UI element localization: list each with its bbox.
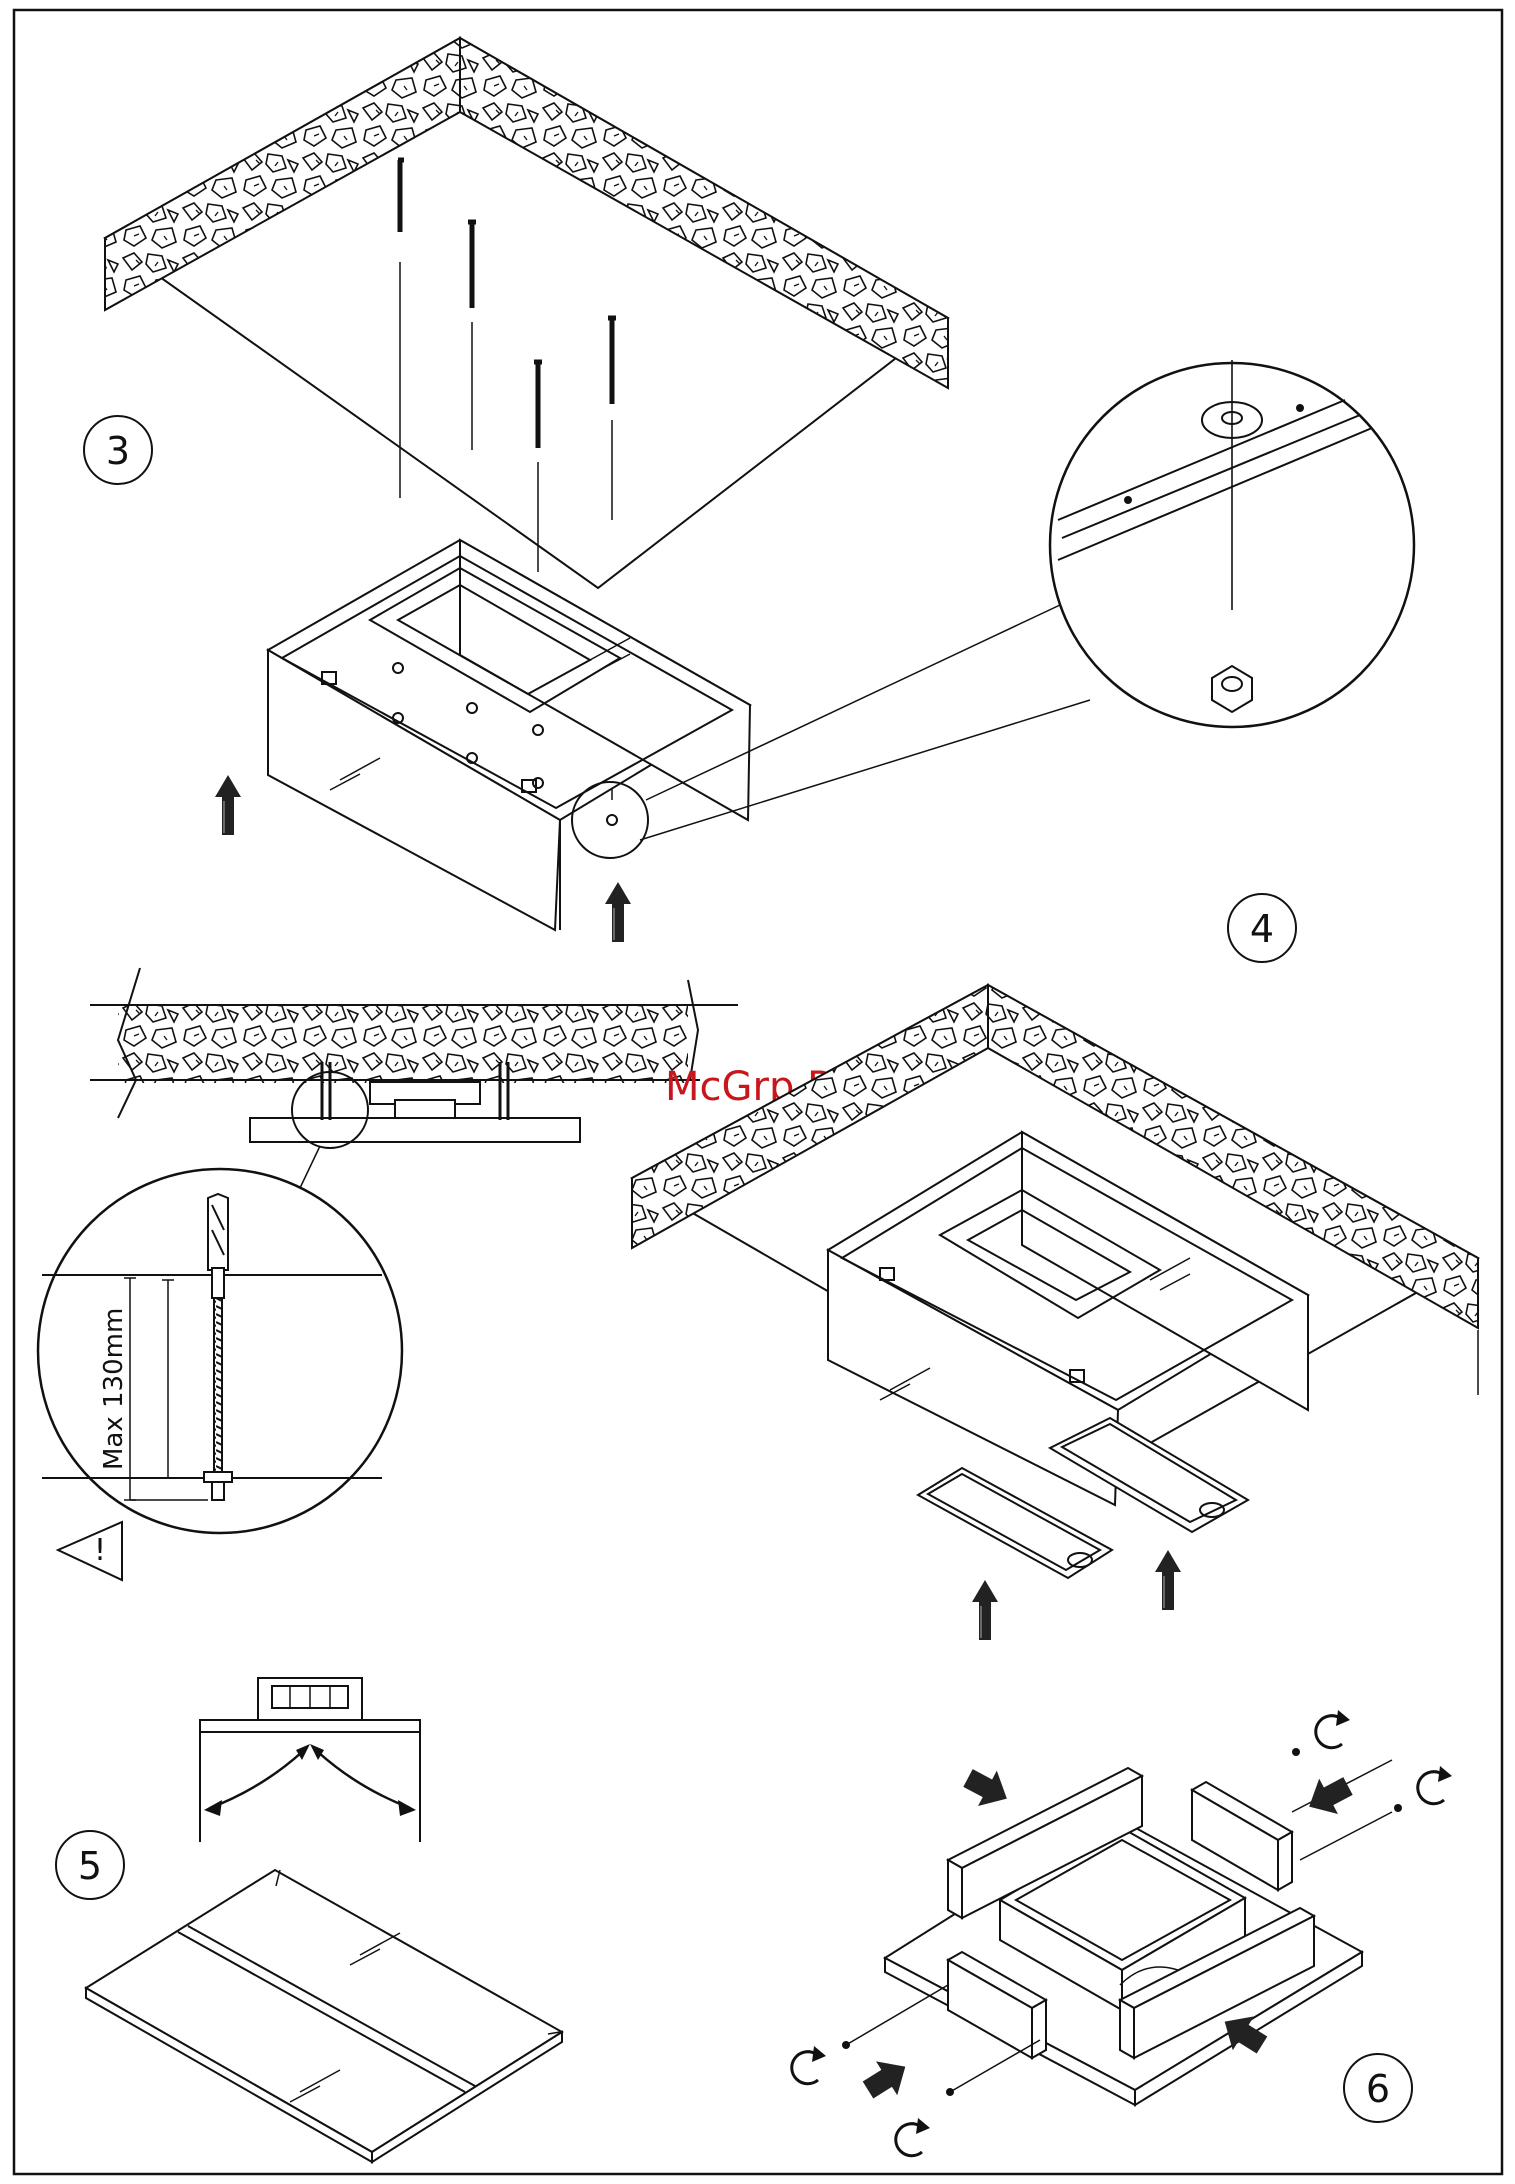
- hood-panel-5: [86, 1870, 562, 2162]
- rotate-arrow-icon: [1316, 1710, 1350, 1748]
- step-6-section: 6: [792, 1710, 1452, 2156]
- dimension-label: Max 130mm: [99, 1308, 129, 1470]
- hood-box-3: [268, 540, 750, 930]
- push-arrow-icon: [959, 1760, 1017, 1816]
- rotate-arrow-icon: [792, 2046, 826, 2084]
- push-arrow-icon: [1300, 1768, 1358, 1824]
- rotate-arrow-icon: [896, 2118, 930, 2156]
- step-3-section: 3: [84, 38, 1414, 942]
- step-number-3: 3: [106, 429, 130, 473]
- panel-swing-arrows: [210, 1752, 410, 1808]
- section-detail: Max 130mm !: [38, 968, 738, 1580]
- up-arrow-icon: [605, 882, 631, 942]
- push-arrow-icon: [857, 2050, 916, 2107]
- step-number-4: 4: [1250, 907, 1274, 951]
- up-arrow-icon: [215, 775, 241, 835]
- step-4-section: 4: [632, 894, 1478, 1640]
- warning-symbol: !: [94, 1533, 106, 1568]
- step-number-6: 6: [1366, 2067, 1390, 2111]
- up-arrow-icon: [972, 1580, 998, 1640]
- detail-marker-3: [572, 782, 648, 858]
- step-5-section: 5: [56, 1678, 562, 2162]
- rotate-arrow-icon: [1418, 1766, 1452, 1804]
- hood-section: [250, 1118, 580, 1142]
- ceiling-section: [118, 1005, 688, 1083]
- up-arrow-icon: [1155, 1550, 1181, 1610]
- warning-triangle-icon: [58, 1522, 122, 1580]
- step-number-5: 5: [78, 1844, 102, 1888]
